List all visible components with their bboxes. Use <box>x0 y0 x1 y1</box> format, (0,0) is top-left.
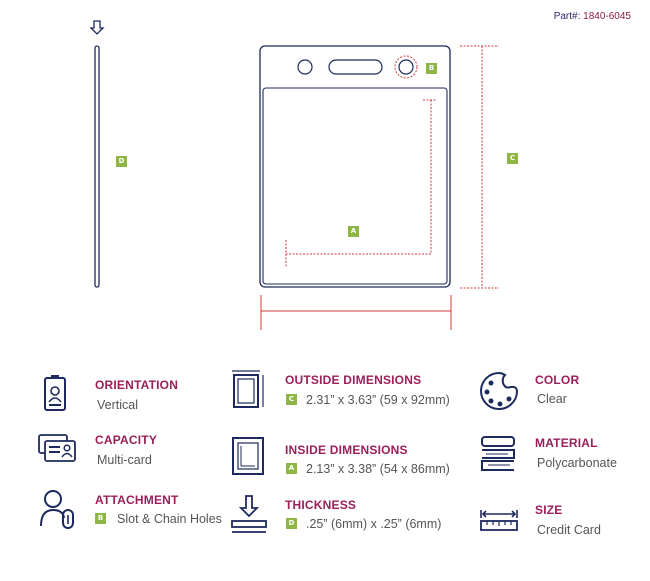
part-number-label: Part#: <box>553 11 581 22</box>
material-title: MATERIAL <box>535 436 598 450</box>
side-profile-outline <box>94 45 100 288</box>
part-number-value: 1840-6045 <box>583 11 631 22</box>
card-window <box>262 87 448 285</box>
outside-dimensions-title: OUTSIDE DIMENSIONS <box>285 373 422 387</box>
dimension-c-line <box>460 45 499 289</box>
badge-a: A <box>348 226 359 237</box>
chain-hole <box>297 59 313 75</box>
thickness-badge: D <box>286 518 297 529</box>
part-number: Part#: 1840-6045 <box>554 11 631 22</box>
size-value: Credit Card <box>537 523 601 537</box>
outside-dimensions-icon <box>232 370 264 408</box>
inside-dimensions-value: 2.13” x 3.38” (54 x 86mm) <box>306 462 450 476</box>
thickness-title: THICKNESS <box>285 498 357 512</box>
outside-dimensions-badge: C <box>286 394 297 405</box>
person-clip-icon <box>40 490 74 529</box>
inside-dimensions-icon <box>232 437 264 475</box>
capacity-value: Multi-card <box>97 453 152 467</box>
attachment-value: Slot & Chain Holes <box>117 512 222 526</box>
palette-icon <box>480 371 519 410</box>
badge-b: B <box>426 63 437 74</box>
dimension-a-line <box>285 99 437 268</box>
color-value: Clear <box>537 392 567 406</box>
highlighted-hole <box>398 59 414 75</box>
outside-dimensions-value: 2.31” x 3.63” (59 x 92mm) <box>306 393 450 407</box>
color-title: COLOR <box>535 373 580 387</box>
material-value: Polycarbonate <box>537 456 617 470</box>
capacity-title: CAPACITY <box>95 433 158 447</box>
size-title: SIZE <box>535 503 563 517</box>
vertical-badge-icon <box>44 375 66 411</box>
badge-c: C <box>507 153 518 164</box>
thickness-icon <box>231 495 267 533</box>
inside-dimensions-badge: A <box>286 463 297 474</box>
dimension-width-line <box>260 295 452 330</box>
attachment-badge: B <box>95 513 106 524</box>
material-stack-icon <box>481 436 515 471</box>
side-profile-view <box>89 20 105 288</box>
slot-hole <box>328 59 383 75</box>
holder-outline <box>259 45 451 288</box>
orientation-value: Vertical <box>97 398 138 412</box>
down-arrow-icon <box>89 20 105 35</box>
front-view <box>259 45 499 330</box>
ruler-icon <box>480 510 518 531</box>
thickness-value: .25” (6mm) x .25” (6mm) <box>306 517 442 531</box>
inside-dimensions-title: INSIDE DIMENSIONS <box>285 443 408 457</box>
attachment-title: ATTACHMENT <box>95 493 179 507</box>
multi-card-icon <box>38 434 76 462</box>
badge-d-side: D <box>116 156 127 167</box>
orientation-title: ORIENTATION <box>95 378 179 392</box>
